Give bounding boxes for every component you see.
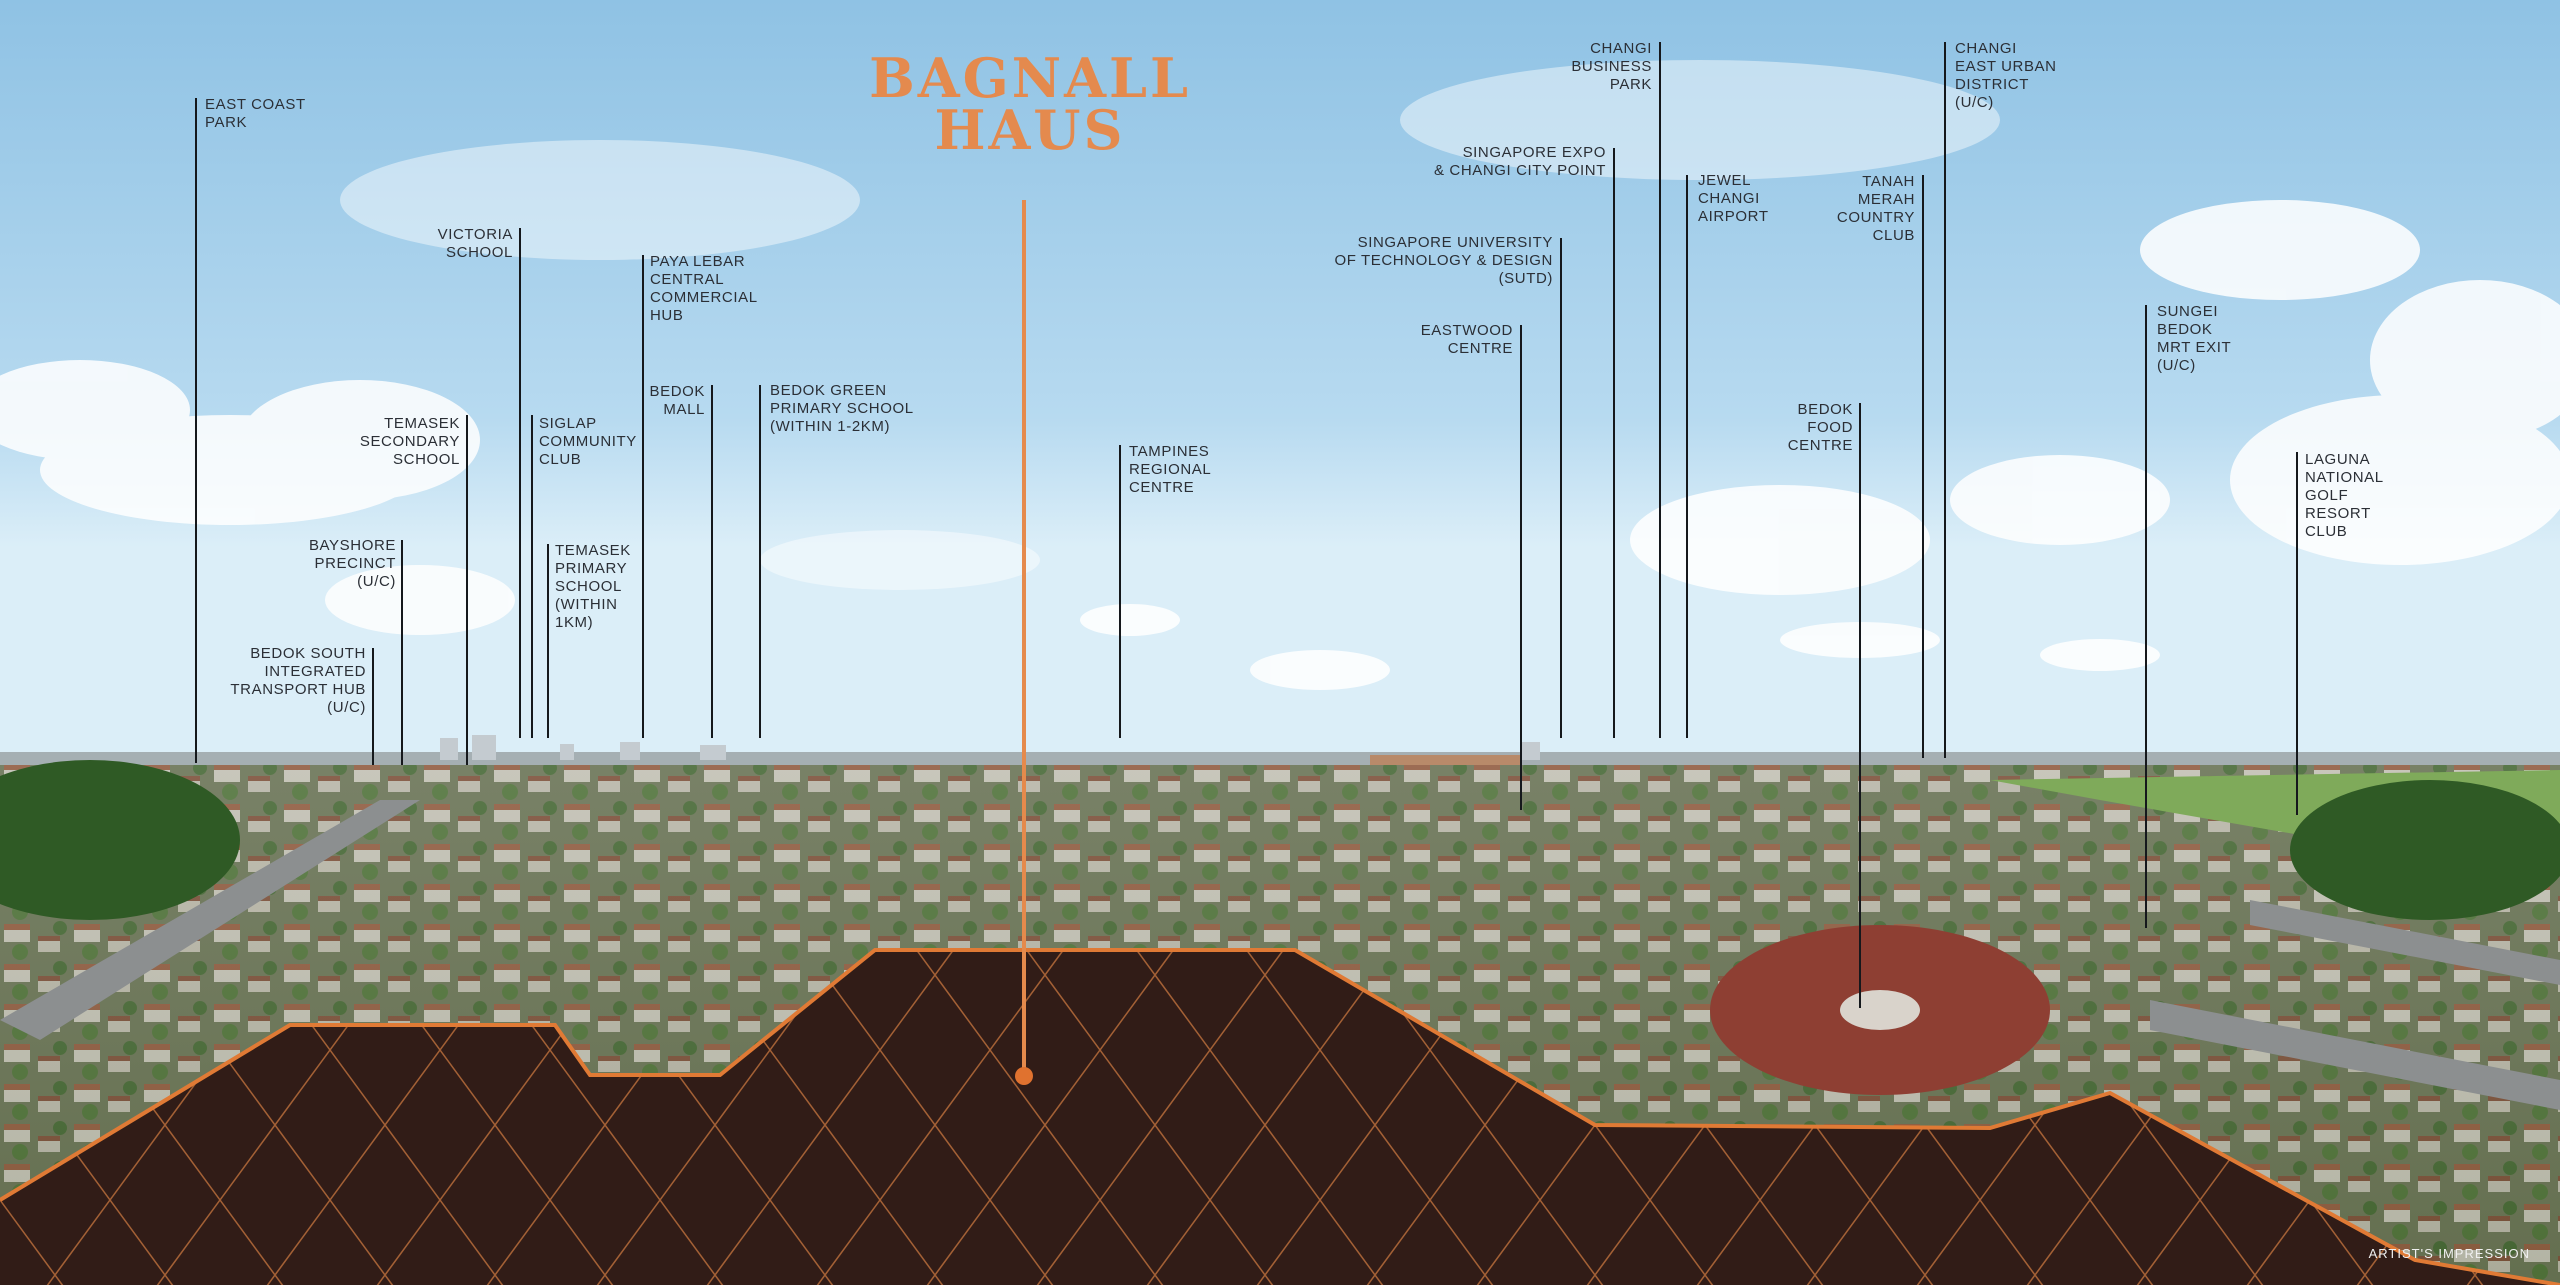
landmark-label-jewel: JEWEL CHANGI AIRPORT — [1698, 172, 1769, 225]
landmark-label-paya-lebar: PAYA LEBAR CENTRAL COMMERCIAL HUB — [650, 253, 758, 324]
landmark-label-bedok-south-hub: BEDOK SOUTH INTEGRATED TRANSPORT HUB (U/… — [230, 645, 366, 716]
laguna-pointer — [2296, 452, 2298, 815]
eastwood-pointer — [1520, 325, 1522, 810]
landmark-label-tampines: TAMPINES REGIONAL CENTRE — [1129, 443, 1212, 496]
temasek-secondary-pointer — [466, 415, 468, 765]
east-coast-park-pointer — [195, 98, 197, 763]
artists-impression-note: ARTIST'S IMPRESSION — [2368, 1246, 2530, 1261]
bedok-green-pointer — [759, 385, 761, 738]
landmark-label-changi-business-park: CHANGI BUSINESS PARK — [1571, 40, 1652, 93]
paya-lebar-pointer — [642, 255, 644, 738]
landmark-label-singapore-expo: SINGAPORE EXPO & CHANGI CITY POINT — [1434, 144, 1606, 179]
landmark-label-eastwood: EASTWOOD CENTRE — [1420, 322, 1513, 357]
singapore-expo-pointer — [1613, 148, 1615, 738]
tampines-pointer — [1119, 445, 1121, 738]
brand-line-2: HAUS — [934, 98, 1126, 162]
bedok-mall-pointer — [711, 385, 713, 738]
landmark-label-bedok-mall: BEDOK MALL — [649, 383, 705, 418]
landmark-label-temasek-secondary: TEMASEK SECONDARY SCHOOL — [359, 415, 460, 468]
landmark-label-victoria-school: VICTORIA SCHOOL — [437, 226, 513, 261]
landmark-label-east-coast-park: EAST COAST PARK — [205, 96, 306, 131]
landmark-label-laguna: LAGUNA NATIONAL GOLF RESORT CLUB — [2305, 451, 2384, 540]
jewel-pointer — [1686, 175, 1688, 738]
landmark-label-bayshore: BAYSHORE PRECINCT (U/C) — [308, 537, 396, 590]
sungei-bedok-pointer — [2145, 305, 2147, 928]
temasek-primary-pointer — [547, 544, 549, 738]
landmark-label-bedok-green: BEDOK GREEN PRIMARY SCHOOL (WITHIN 1-2KM… — [770, 382, 914, 435]
changi-business-park-pointer — [1659, 42, 1661, 738]
landmark-label-changi-east: CHANGI EAST URBAN DISTRICT (U/C) — [1955, 40, 2057, 111]
landmark-label-temasek-primary: TEMASEK PRIMARY SCHOOL (WITHIN 1KM) — [555, 542, 631, 631]
landmark-label-siglap-cc: SIGLAP COMMUNITY CLUB — [539, 415, 637, 468]
bedok-food-centre-pointer — [1859, 403, 1861, 1008]
landmark-label-tanah-merah: TANAH MERAH COUNTRY CLUB — [1836, 173, 1915, 244]
bedok-south-pointer — [372, 648, 374, 765]
siglap-pointer — [531, 415, 533, 738]
brand-line-1: BAGNALL — [869, 46, 1191, 110]
landmark-label-sungei-bedok: SUNGEI BEDOK MRT EXIT (U/C) — [2157, 303, 2232, 374]
bagnall-haus-logo: BAGNALL HAUS — [855, 51, 1205, 162]
landmark-label-bedok-food-centre: BEDOK FOOD CENTRE — [1787, 401, 1853, 454]
sutd-pointer — [1560, 238, 1562, 738]
changi-east-pointer — [1944, 42, 1946, 758]
victoria-school-pointer — [519, 228, 521, 738]
bayshore-pointer — [401, 540, 403, 765]
tanah-merah-pointer — [1922, 175, 1924, 758]
landmark-label-sutd: SINGAPORE UNIVERSITY OF TECHNOLOGY & DES… — [1334, 234, 1553, 287]
